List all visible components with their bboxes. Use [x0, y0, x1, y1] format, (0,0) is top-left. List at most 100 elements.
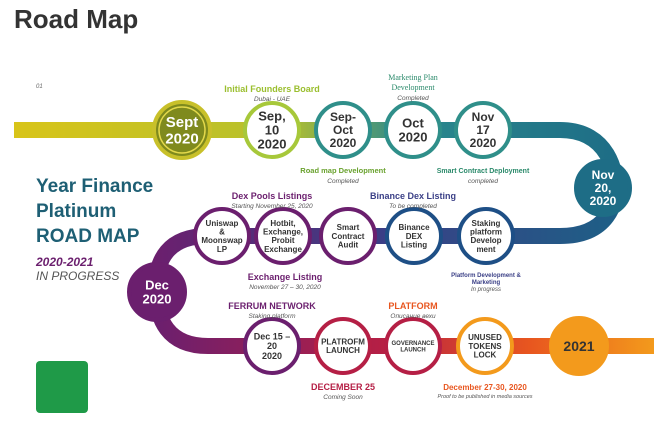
milestone-text: Staking [472, 219, 501, 228]
label-dec27: December 27-30, 2020 [443, 383, 527, 392]
milestone-text: ment [476, 245, 495, 254]
label-dec25-sub: Coming Soon [323, 394, 363, 401]
milestone-text: Oct [333, 123, 353, 137]
milestone-text: Exchange [264, 245, 302, 254]
milestone-circle [319, 207, 377, 265]
label-road-map-dev-sub: Completed [327, 178, 359, 185]
milestone-text: UNUSED [468, 333, 502, 342]
label-platform-dev-1: Platform Development & [451, 273, 521, 279]
milestone-inner-ring [158, 106, 206, 154]
milestone-text: LAUNCH [400, 347, 425, 353]
milestone-text: Probit [271, 236, 294, 245]
milestone-text: & [219, 227, 225, 236]
small-mark: 01 [36, 84, 43, 90]
milestone-text: TOKENS [468, 342, 502, 351]
milestone-circle [127, 262, 187, 322]
label-road-map-dev: Road map Development [300, 166, 386, 175]
milestone-text: 2020 [470, 136, 497, 150]
milestone-circle [457, 207, 515, 265]
milestone-circle [454, 101, 512, 159]
milestone-text: 2020 [590, 194, 617, 208]
milestone-text: PLATROFM [321, 337, 365, 346]
roadmap-title-line-1: Year Finance [36, 176, 154, 197]
milestone-circle [384, 317, 442, 375]
milestone-text: 17 [476, 123, 490, 137]
milestone-circle [314, 101, 372, 159]
milestone-text: 2020 [399, 130, 428, 145]
label-binance-dex-sub: To be completed [389, 203, 437, 210]
milestone-text: platform [470, 227, 502, 236]
milestone-text: Nov [592, 168, 615, 182]
label-founders-board: Initial Founders Board [224, 84, 320, 94]
roadmap-title-line-2: Platinum [36, 201, 117, 222]
brand-logo [36, 361, 88, 413]
milestone-node: 2021 [549, 316, 609, 376]
milestone-text: Sep- [330, 110, 356, 124]
label-platform: PLATFORM [388, 301, 437, 311]
label-marketing-plan-1: Marketing Plan [388, 73, 438, 82]
milestone-text: 2021 [563, 338, 594, 354]
label-platform-dev-2: Marketing [472, 280, 501, 286]
milestone-text: Hotbit, [270, 219, 295, 228]
milestone-circle [152, 100, 212, 160]
milestone-text: 20 [267, 341, 277, 351]
roadmap-status: IN PROGRESS [36, 269, 120, 283]
milestone-text: 2020 [258, 137, 287, 152]
label-binance-dex: Binance Dex Listing [370, 191, 456, 201]
milestone-circle [574, 159, 632, 217]
label-exchange-listing-sub: November 27 – 30, 2020 [249, 284, 321, 291]
label-smart-contract-dep-sub: completed [468, 178, 498, 185]
milestone-circle [549, 316, 609, 376]
label-marketing-plan-sub: Completed [397, 95, 429, 102]
milestone-text: 20, [595, 181, 612, 195]
label-ferrum-sub: Staking platform [249, 313, 297, 320]
milestone-group: Sept2020Sep,102020Sep-Oct2020Oct2020Nov1… [127, 100, 632, 376]
milestone-text: Oct [402, 116, 424, 131]
roadmap-title: Year Finance Platinum ROAD MAP [36, 174, 153, 249]
label-platform-sub: Описание вехи [390, 313, 436, 320]
milestone-circle [384, 101, 442, 159]
milestone-text: LP [217, 245, 228, 254]
label-dec27-sub: Proof to be published in media sources [437, 394, 532, 400]
milestone-text: Uniswap [206, 219, 239, 228]
milestone-text: 2020 [143, 292, 172, 307]
label-smart-contract-dep: Smart Contract Deployment [437, 168, 530, 175]
label-platform-dev-sub: In progress [471, 287, 501, 293]
milestone-text: LAUNCH [326, 346, 360, 355]
milestone-circle [193, 207, 251, 265]
label-exchange-listing: Exchange Listing [248, 272, 323, 282]
milestone-circle [243, 317, 301, 375]
milestone-text: Dec 15 – [254, 331, 291, 341]
milestone-text: Dec [145, 278, 169, 293]
milestone-text: 2020 [330, 136, 357, 150]
label-dex-pools-sub: Starting November 25, 2020 [231, 203, 313, 210]
milestone-text: Sep, [258, 109, 285, 124]
milestone-text: 2020 [165, 130, 198, 147]
milestone-circle [243, 101, 301, 159]
milestone-text: Binance [398, 223, 430, 232]
milestone-text: LOCK [474, 350, 497, 359]
milestone-text: Moonswap [201, 236, 242, 245]
milestone-text: Listing [401, 240, 427, 249]
label-dec25: DECEMBER 25 [311, 382, 375, 392]
milestone-text: Exchange, [263, 227, 303, 236]
label-marketing-plan-2: Development [391, 83, 435, 92]
milestone-text: Develop [470, 236, 501, 245]
label-dex-pools: Dex Pools Listings [232, 191, 313, 201]
milestone-text: Sept [166, 114, 199, 131]
milestone-text: Smart [337, 223, 360, 232]
milestone-circle [254, 207, 312, 265]
